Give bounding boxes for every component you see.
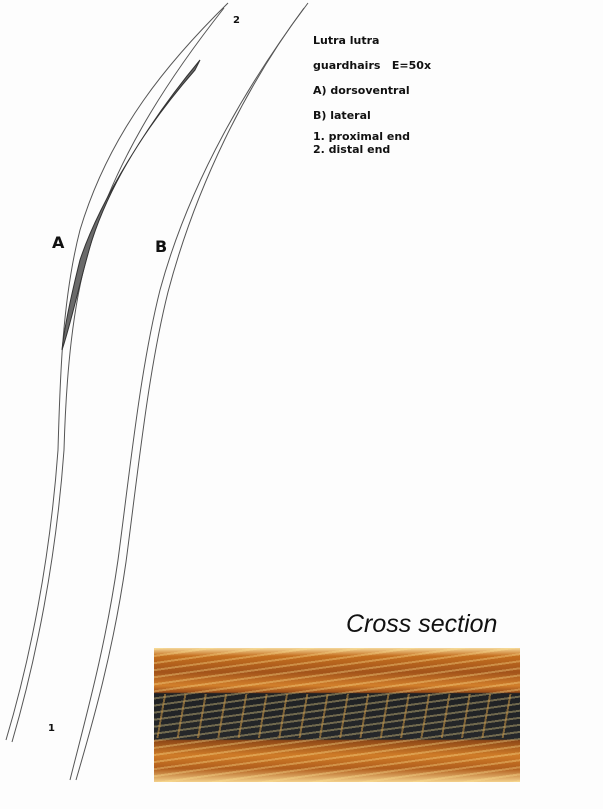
label-distal-end: 2 [233, 15, 240, 26]
cross-section-title: Cross section [346, 610, 498, 638]
label-a: A [52, 233, 65, 252]
cross-section-photo [154, 648, 520, 782]
legend: Lutra lutra guardhairs E=50x A) dorsoven… [313, 34, 431, 156]
legend-view-a: A) dorsoventral [313, 84, 410, 97]
label-proximal-end: 1 [48, 723, 55, 734]
hair-b [69, 2, 309, 781]
legend-view-b: B) lateral [313, 109, 371, 122]
legend-end-1: 1. proximal end [313, 130, 411, 143]
legend-subtitle: guardhairs E=50x [313, 59, 432, 72]
legend-end-2: 2. distal end [313, 143, 391, 156]
label-b: B [155, 237, 168, 256]
hair-a-medulla [61, 59, 201, 351]
legend-species: Lutra lutra [313, 34, 380, 47]
medulla-texture [154, 694, 520, 738]
hair-a [5, 2, 229, 743]
